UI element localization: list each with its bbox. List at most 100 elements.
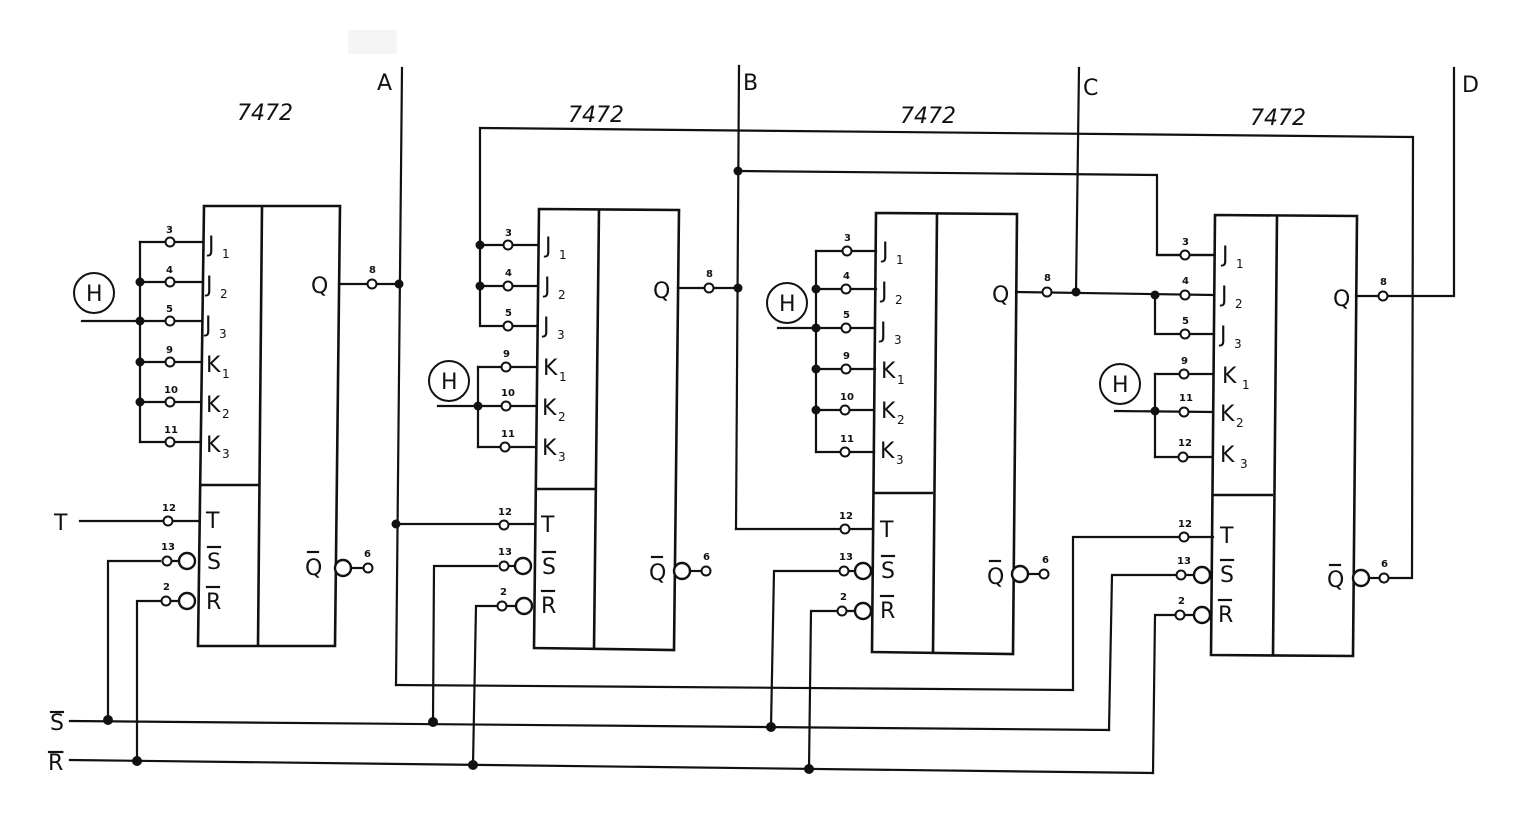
sub: 1 <box>897 373 905 387</box>
pin-qbar <box>700 565 712 577</box>
pin-number: 5 <box>505 308 512 319</box>
label-j2: J <box>1219 283 1228 308</box>
chip-label: 7472 <box>900 104 956 129</box>
pin-k1 <box>840 363 852 375</box>
ff4-qbar-feedback-wire <box>478 126 1415 580</box>
label-j2: J <box>542 274 551 299</box>
junction <box>766 722 776 732</box>
high-level-symbol <box>766 282 808 324</box>
label-j1: J <box>543 234 552 259</box>
sub: 3 <box>219 327 227 341</box>
output-c-line <box>1074 66 1081 294</box>
label-k1: K <box>543 356 558 381</box>
pin-number: 4 <box>166 265 173 276</box>
negation-bubble <box>513 556 533 576</box>
scan-artifact <box>348 30 397 54</box>
pin-j3 <box>502 320 514 332</box>
pin-j3 <box>840 322 852 334</box>
pin-j1 <box>1179 249 1191 261</box>
label-k2: K <box>542 396 557 421</box>
pin-j2 <box>840 283 852 295</box>
pin-k3 <box>499 441 511 453</box>
pin-j2 <box>164 276 176 288</box>
label-t: T <box>540 513 555 538</box>
pin-number: 2 <box>500 587 507 598</box>
pin-number: 13 <box>498 547 512 558</box>
junction <box>1150 290 1160 300</box>
pin-number: 3 <box>1182 237 1189 248</box>
label-t: T <box>1219 524 1234 549</box>
junction <box>475 281 485 291</box>
sub: 2 <box>558 410 566 424</box>
set-wire <box>1107 573 1178 732</box>
sub: 1 <box>896 253 904 267</box>
negation-bubble <box>1192 605 1212 625</box>
sub: 3 <box>222 447 230 461</box>
pin-q <box>1041 286 1053 298</box>
pin-number: 2 <box>1178 596 1185 607</box>
label-r: R <box>206 590 221 615</box>
label-k2: K <box>881 399 896 424</box>
pin-number: 8 <box>1044 273 1051 284</box>
label-k1: K <box>206 353 221 378</box>
pin-number: 9 <box>503 349 510 360</box>
pin-number: 9 <box>843 351 850 362</box>
junction <box>811 284 821 294</box>
sub: 3 <box>558 450 566 464</box>
junction <box>804 764 814 774</box>
negation-bubble <box>333 558 353 578</box>
pin-number: 10 <box>164 385 178 396</box>
pin-k2 <box>500 400 512 412</box>
sub: 2 <box>558 288 566 302</box>
pin-number: 10 <box>840 392 854 403</box>
chip-label: 7472 <box>568 103 624 128</box>
sub: 3 <box>894 333 902 347</box>
output-b-line <box>734 64 741 531</box>
pin-k3 <box>839 446 851 458</box>
clock-input-label: T <box>53 511 68 536</box>
pin-number: 5 <box>843 310 850 321</box>
reset-wire <box>471 604 499 767</box>
pin-r <box>160 595 172 607</box>
pin-qbar <box>1038 568 1050 580</box>
reset-bus-label: R <box>48 751 63 776</box>
pin-k2 <box>164 396 176 408</box>
junction <box>132 756 142 766</box>
pin-t <box>1178 531 1190 543</box>
negation-bubble <box>853 601 873 621</box>
pin-j1 <box>164 236 176 248</box>
junction <box>733 166 743 176</box>
label-j1: J <box>880 239 889 264</box>
set-wire <box>431 564 499 724</box>
sub: 2 <box>222 407 230 421</box>
high-level-label: H <box>779 292 796 317</box>
pin-k3 <box>164 436 176 448</box>
pin-number: 8 <box>369 265 376 276</box>
high-level-symbol <box>1099 363 1141 405</box>
label-j3: J <box>878 319 887 344</box>
set-bus-label: S <box>50 711 64 736</box>
junction <box>135 397 145 407</box>
label-j1: J <box>1220 243 1229 268</box>
junction <box>811 405 821 415</box>
pin-number: 3 <box>505 228 512 239</box>
negation-bubble <box>1351 568 1371 588</box>
label-s: S <box>881 559 895 584</box>
junction <box>1150 406 1160 416</box>
sub: 3 <box>557 328 565 342</box>
label-r: R <box>1218 603 1233 628</box>
chip-label: 7472 <box>237 101 293 126</box>
pin-number: 12 <box>498 507 512 518</box>
label-j3: J <box>541 314 550 339</box>
sub: 1 <box>559 248 567 262</box>
reset-wire <box>1151 613 1178 775</box>
negation-bubble <box>177 551 197 571</box>
sub: 1 <box>1242 378 1250 392</box>
pin-number: 9 <box>166 345 173 356</box>
pin-number: 4 <box>843 271 850 282</box>
label-qbar: Q <box>987 565 1004 590</box>
